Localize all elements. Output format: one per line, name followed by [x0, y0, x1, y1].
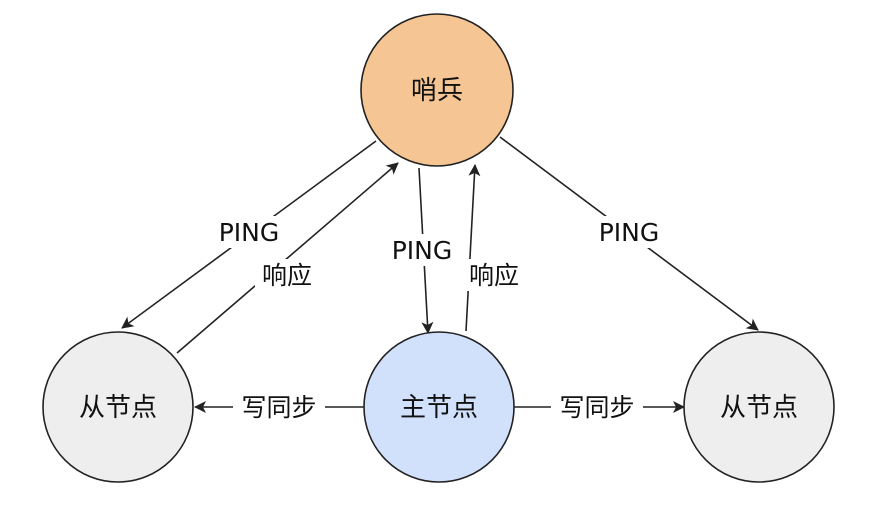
edge-labels: PING 响应 PING 响应 PING 写同步 写同步 [208, 216, 670, 423]
edge-reply-left [176, 162, 399, 354]
edge-reply-master [465, 164, 481, 332]
master-label: 主节点 [400, 393, 478, 423]
node-replica-left: 从节点 [42, 331, 194, 483]
label-ping-left: PING [219, 218, 280, 247]
node-master: 主节点 [363, 331, 515, 483]
replica-right-label: 从节点 [720, 393, 798, 423]
replica-right-circle [683, 331, 835, 483]
node-replica-right: 从节点 [683, 331, 835, 483]
master-circle [363, 331, 515, 483]
label-reply-left: 响应 [262, 261, 312, 290]
node-sentinel: 哨兵 [360, 13, 514, 167]
replica-left-circle [42, 331, 194, 483]
label-ping-master: PING [392, 236, 453, 265]
label-sync-left: 写同步 [241, 393, 316, 422]
replica-left-label: 从节点 [79, 393, 157, 423]
sentinel-label: 哨兵 [411, 76, 463, 106]
label-sync-right: 写同步 [559, 393, 634, 422]
label-reply-master: 响应 [469, 261, 519, 290]
sentinel-circle [360, 13, 514, 167]
label-ping-right: PING [599, 218, 660, 247]
